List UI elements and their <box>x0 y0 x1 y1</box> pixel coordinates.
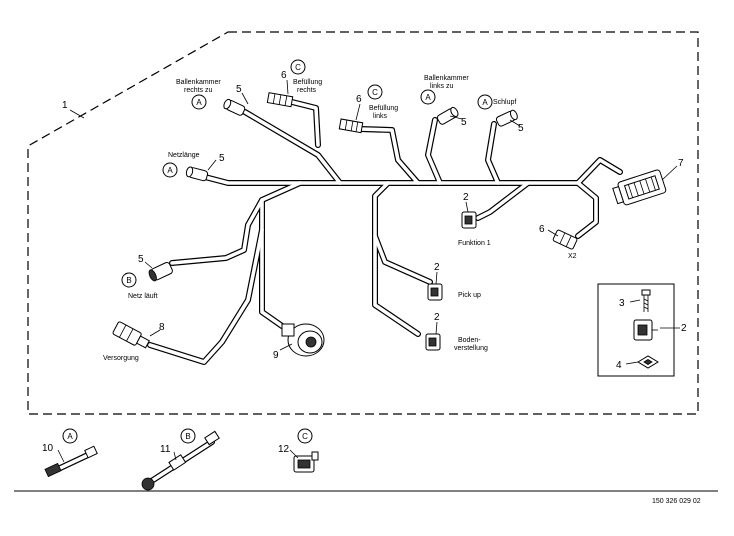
svg-text:B: B <box>185 432 190 441</box>
label-ballenkammer-rechts: Ballenkammer <box>176 79 221 86</box>
text-labels: Ballenkammer rechts zu Befüllung rechts … <box>103 75 701 505</box>
svg-text:A: A <box>196 98 202 107</box>
svg-text:A: A <box>425 93 431 102</box>
detail-nut-4 <box>637 355 659 369</box>
connector-5-netz-lauft <box>148 261 173 282</box>
connector-5-ballenkammer-links <box>436 106 459 125</box>
detail-box <box>597 283 675 377</box>
detail-screw-3 <box>641 289 651 312</box>
connector-8-versorgung <box>112 321 150 349</box>
callout-2: 2 <box>681 323 687 334</box>
svg-text:A: A <box>482 98 488 107</box>
label-bodenverstellung: Boden- <box>458 337 481 344</box>
label-befullung-rechts: Befüllung <box>293 79 322 86</box>
callout-10: 10 <box>42 443 54 454</box>
callout-2: 2 <box>463 192 469 203</box>
connector-2-bodenverstellung <box>425 333 441 351</box>
connector-6-befullung-rechts <box>266 92 294 108</box>
label-pick-up: Pick up <box>458 292 481 299</box>
callout-6: 6 <box>281 70 287 81</box>
label-netzlange: Netzlänge <box>168 152 200 159</box>
circle-a-1: A <box>191 94 207 110</box>
svg-text:C: C <box>295 63 301 72</box>
label-befullung-links: Befüllung <box>369 105 398 112</box>
leader-lines <box>57 79 680 463</box>
label-befullung-links: links <box>373 113 388 120</box>
label-funktion1: Funktion 1 <box>458 240 491 247</box>
callout-9: 9 <box>273 350 279 361</box>
circle-c-1: C <box>290 59 306 75</box>
part-12-plug <box>293 451 319 473</box>
label-schlupf: Schlupf <box>493 99 516 106</box>
callout-numbers: 1 5 6 6 5 5 5 2 6 7 5 2 2 8 9 3 2 4 10 1… <box>42 70 687 455</box>
callout-5: 5 <box>138 254 144 265</box>
callout-5: 5 <box>219 153 225 164</box>
circle-c-3: C <box>297 428 313 444</box>
label-ballenkammer-links: Ballenkammer <box>424 75 469 82</box>
part-10-cable <box>44 445 98 478</box>
connector-6-x2 <box>552 229 578 250</box>
circle-a-3: A <box>477 94 493 110</box>
callout-8: 8 <box>159 322 165 333</box>
callout-4: 4 <box>616 360 622 371</box>
callout-5: 5 <box>518 123 524 134</box>
callout-5: 5 <box>236 84 242 95</box>
label-befullung-rechts: rechts <box>297 87 317 94</box>
callout-6: 6 <box>356 94 362 105</box>
label-x2: X2 <box>568 253 577 260</box>
callout-2: 2 <box>434 262 440 273</box>
svg-text:A: A <box>167 166 173 175</box>
connector-5-ballenkammer-rechts <box>223 98 246 116</box>
connector-7-main <box>612 169 667 206</box>
circle-a-5: A <box>62 428 78 444</box>
circle-b-1: B <box>121 272 137 288</box>
connector-5-netzlange <box>185 166 209 182</box>
drawing-number: 150 326 029 02 <box>652 498 701 505</box>
connector-2-funktion1 <box>461 211 477 229</box>
assembly-boundary <box>27 31 699 415</box>
label-netz-lauft: Netz läuft <box>128 293 158 300</box>
callout-11: 11 <box>160 444 171 455</box>
connector-5-schlupf <box>495 109 518 127</box>
detail-valve-2 <box>633 319 658 341</box>
callout-5: 5 <box>461 117 467 128</box>
connector-2-pick-up <box>427 283 443 301</box>
label-ballenkammer-rechts: rechts zu <box>184 87 213 94</box>
connector-6-befullung-links <box>338 118 364 134</box>
svg-text:A: A <box>67 432 73 441</box>
callout-12: 12 <box>278 444 290 455</box>
callout-6: 6 <box>539 224 545 235</box>
callout-2: 2 <box>434 312 440 323</box>
connector-9-round <box>281 323 325 357</box>
circle-a-4: A <box>162 162 178 178</box>
circle-c-2: C <box>367 84 383 100</box>
callout-7: 7 <box>678 158 684 169</box>
callout-1: 1 <box>62 100 68 111</box>
svg-text:C: C <box>372 88 378 97</box>
harness-wires <box>147 99 623 365</box>
label-ballenkammer-links: links zu <box>430 83 453 90</box>
part-11-cable <box>141 430 220 491</box>
label-versorgung: Versorgung <box>103 355 139 362</box>
circle-a-2: A <box>420 89 436 105</box>
label-bodenverstellung: verstellung <box>454 345 488 352</box>
svg-text:C: C <box>302 432 308 441</box>
svg-text:B: B <box>126 276 131 285</box>
circle-b-2: B <box>180 428 196 444</box>
callout-3: 3 <box>619 298 625 309</box>
